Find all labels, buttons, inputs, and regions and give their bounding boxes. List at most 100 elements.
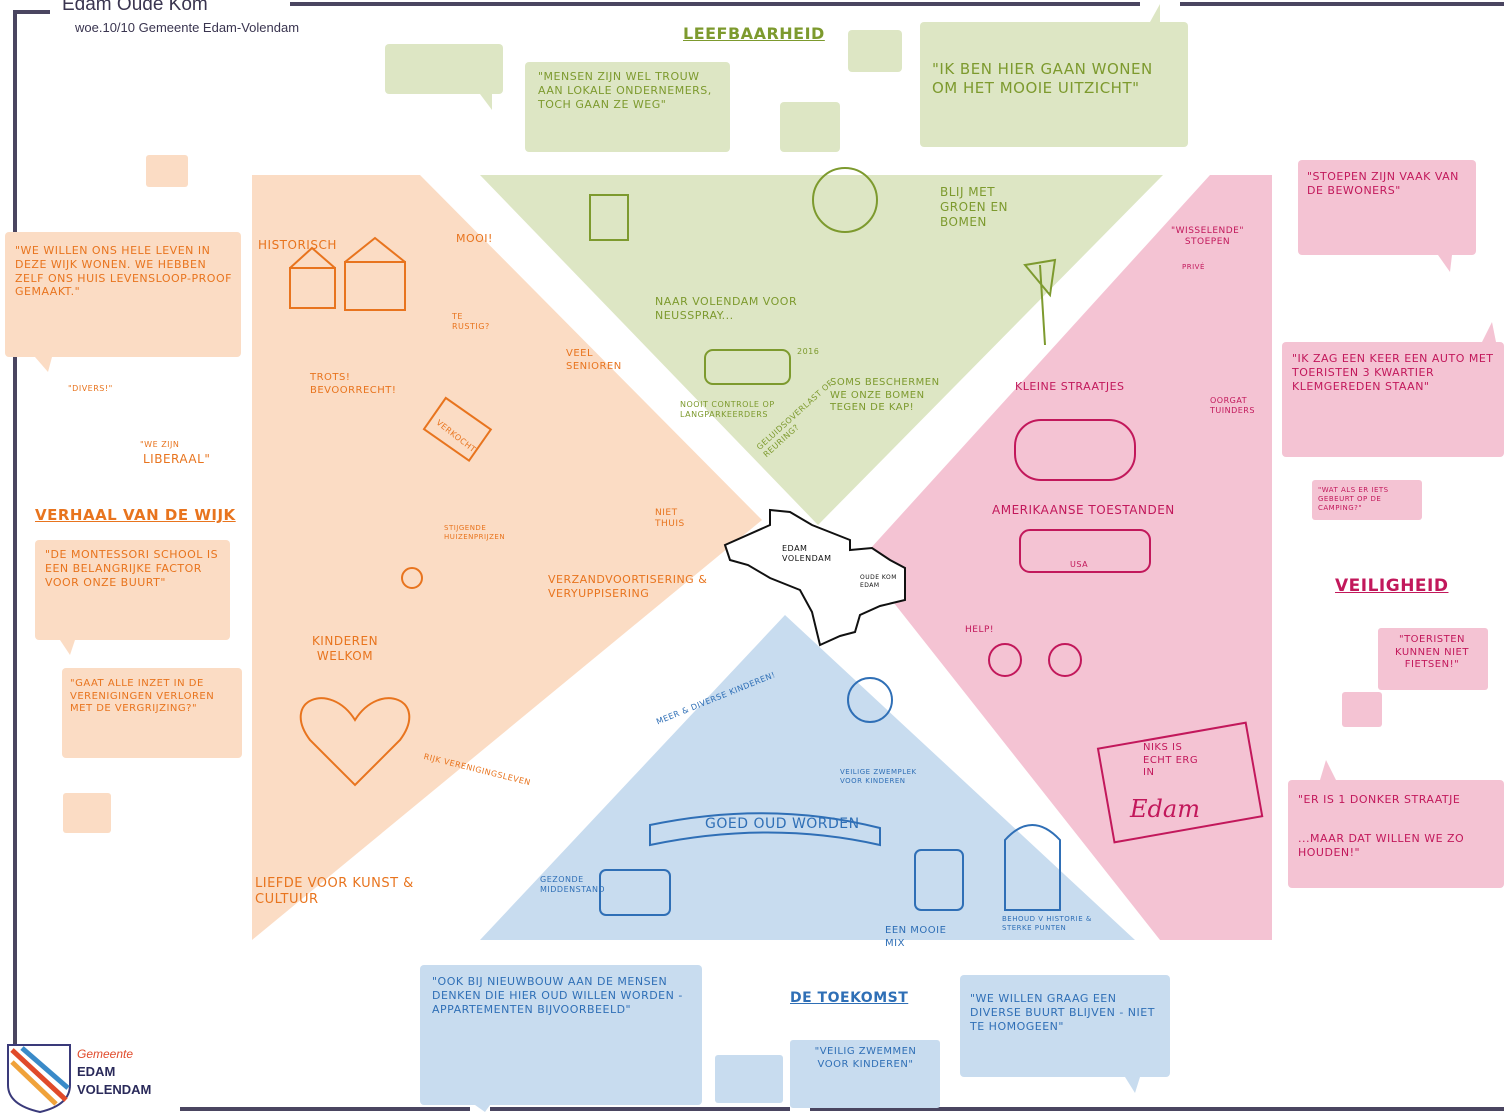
label-langparkeerders: NOOIT CONTROLE OP LANGPARKEERDERS <box>680 400 775 419</box>
quote-bubble <box>920 22 1188 147</box>
label-mooie-mix: EEN MOOIE MIX <box>885 925 947 949</box>
label-amerikaanse-toestanden: AMERIKAANSE TOESTANDEN <box>992 503 1175 517</box>
quote-nieuwbouw: "OOK BIJ NIEUWBOUW AAN DE MENSEN DENKEN … <box>432 975 683 1016</box>
quote-liberaal-b: LIBERAAL" <box>143 452 211 466</box>
label-zwemplek: VEILIGE ZWEMPLEK VOOR KINDEREN <box>840 768 917 785</box>
quote-bubble <box>420 965 702 1105</box>
label-huizenprijzen: STIJGENDE HUIZENPRIJZEN <box>444 524 506 541</box>
book-icon <box>589 194 629 241</box>
map-label-oude-kom: OUDE KOM EDAM <box>860 574 897 589</box>
label-kleine-straatjes: KLEINE STRAATJES <box>1015 380 1125 393</box>
bottle-icon <box>1014 419 1136 481</box>
quote-veilig-zwemmen: "VEILIG ZWEMMEN VOOR KINDEREN" <box>814 1046 917 1070</box>
quote-bubble <box>5 232 241 357</box>
bicycle-wheel-icon <box>1048 643 1082 677</box>
axe-icon <box>1023 258 1057 346</box>
bus-icon <box>1019 529 1151 573</box>
quote-bubble <box>960 975 1170 1077</box>
quote-camping: "WAT ALS ER IETS GEBEURT OP DE CAMPING?" <box>1318 486 1389 512</box>
pink-doodles <box>988 419 1264 844</box>
empty-bubble <box>63 793 111 833</box>
label-veel-senioren: VEEL SENIOREN <box>566 348 622 372</box>
label-niet-thuis: NIET THUIS <box>655 508 685 530</box>
section-title-leefbaarheid: LEEFBAARHEID <box>683 24 825 43</box>
orange-quadrant <box>252 175 762 940</box>
empty-bubble <box>715 1055 783 1103</box>
label-year: 2016 <box>797 347 820 356</box>
ring-icon <box>847 677 893 723</box>
blue-bubbles <box>420 965 1170 1112</box>
label-kinderen-welkom: KINDEREN WELKOM <box>311 634 379 663</box>
pink-quadrant <box>860 175 1272 940</box>
empty-bubble <box>1342 692 1382 727</box>
section-title-toekomst: DE TOEKOMST <box>790 990 909 1006</box>
section-title-veiligheid: VEILIGHEID <box>1335 576 1449 596</box>
basket-icon <box>599 869 671 916</box>
label-neusspray: NAAR VOLENDAM VOOR NEUSSPRAY... <box>655 295 798 322</box>
blue-quadrant <box>480 615 1135 940</box>
label-help: HELP! <box>965 625 995 635</box>
quote-diverse-buurt: "WE WILLEN GRAAG EEN DIVERSE BUURT BLIJV… <box>970 992 1155 1033</box>
pink-bubbles <box>1282 160 1504 888</box>
orange-doodles <box>289 236 493 787</box>
quote-zo-houden: ...MAAR DAT WILLEN WE ZO HOUDEN!" <box>1298 832 1465 859</box>
label-wisselende-stoepen: "WISSELENDE" STOEPEN <box>1171 226 1244 248</box>
bicycle-wheel-icon <box>988 643 1022 677</box>
map-label-edam-volendam: EDAM VOLENDAM <box>782 544 832 563</box>
quote-lokale-ondernemers: "MENSEN ZIJN WEL TROUW AAN LOKALE ONDERN… <box>538 70 712 111</box>
page-title: Edam Oude Kom <box>62 0 208 15</box>
quote-mooie-uitzicht: "IK BEN HIER GAAN WONEN OM HET MOOIE UIT… <box>932 60 1153 97</box>
quote-divers: "DIVERS!" <box>68 384 113 393</box>
bell-jar-icon <box>1004 824 1061 911</box>
label-kunst-cultuur: LIEFDE VOOR KUNST & CULTUUR <box>255 876 414 908</box>
tree-icon <box>812 167 878 233</box>
orange-bubbles <box>5 155 242 833</box>
label-bomen-kap: SOMS BESCHERMEN WE ONZE BOMEN TEGEN DE K… <box>830 377 940 413</box>
quote-montessori: "DE MONTESSORI SCHOOL IS EEN BELANGRIJKE… <box>45 548 219 589</box>
empty-bubble <box>780 102 840 152</box>
label-verzandvoortisering: VERZANDVOORTISERING & VERYUPPISERING <box>548 573 708 600</box>
label-behoud-historie: BEHOUD v HISTORIE & STERKE PUNTEN <box>1002 915 1092 932</box>
sign-icon <box>1096 721 1264 844</box>
label-prive: PRIVÉ <box>1182 263 1205 271</box>
label-trots: TROTS! BEVOORRECHT! <box>310 372 397 396</box>
green-quadrant <box>480 175 1163 525</box>
heart-icon <box>299 697 411 787</box>
blender-icon <box>914 849 964 911</box>
page-subtitle: woe.10/10 Gemeente Edam-Volendam <box>75 20 300 35</box>
empty-bubble <box>385 44 503 94</box>
page-frame <box>13 2 1504 1111</box>
ball-icon <box>401 567 423 589</box>
label-te-rustig: TE RUSTIG? <box>452 312 490 331</box>
quote-niet-fietsen: "TOERISTEN KUNNEN NIET FIETSEN!" <box>1395 634 1469 670</box>
label-historisch: HISTORISCH <box>258 238 337 252</box>
quote-hele-leven: "WE WILLEN ONS HELE LEVEN IN DEZE WIJK W… <box>15 244 232 299</box>
car-icon <box>704 349 791 385</box>
banner-icon <box>649 812 881 847</box>
label-oorgat-tuinders: OORGAT TUINDERS <box>1210 396 1255 415</box>
section-title-verhaal: VERHAAL VAN DE WIJK <box>35 506 236 524</box>
quote-liberaal-a: "WE ZIJN <box>140 440 180 449</box>
green-doodles <box>589 167 1057 385</box>
municipality-map <box>723 508 906 647</box>
price-tag-icon <box>422 396 493 463</box>
logo-text-gemeente: Gemeente <box>77 1047 134 1061</box>
quote-bubble <box>790 1040 940 1108</box>
house-icon <box>289 267 336 309</box>
label-edam-script: Edam <box>1130 795 1200 823</box>
quote-toeristen-auto: "IK ZAG EEN KEER EEN AUTO MET TOERISTEN … <box>1292 352 1494 393</box>
quote-stoepen: "STOEPEN ZIJN VAAK VAN DE BEWONERS" <box>1307 170 1459 197</box>
quote-vergrijzing: "GAAT ALLE INZET IN DE VERENIGINGEN VERL… <box>70 678 215 714</box>
logo-text-edam: EDAM <box>77 1064 116 1079</box>
logo-text-volendam: VOLENDAM <box>77 1082 152 1097</box>
quote-bubble <box>525 62 730 152</box>
house-icon <box>344 261 406 311</box>
logo-shield-icon <box>7 1044 71 1113</box>
blue-doodles <box>599 677 1061 916</box>
label-groen-bomen: BLIJ MET GROEN EN BOMEN <box>940 185 1009 229</box>
quote-bubble <box>62 668 242 758</box>
label-gezonde-middenstand: GEZONDE MIDDENSTAND <box>540 875 606 894</box>
empty-bubble <box>146 155 188 187</box>
label-goed-oud-worden: GOED OUD WORDEN <box>705 816 860 832</box>
